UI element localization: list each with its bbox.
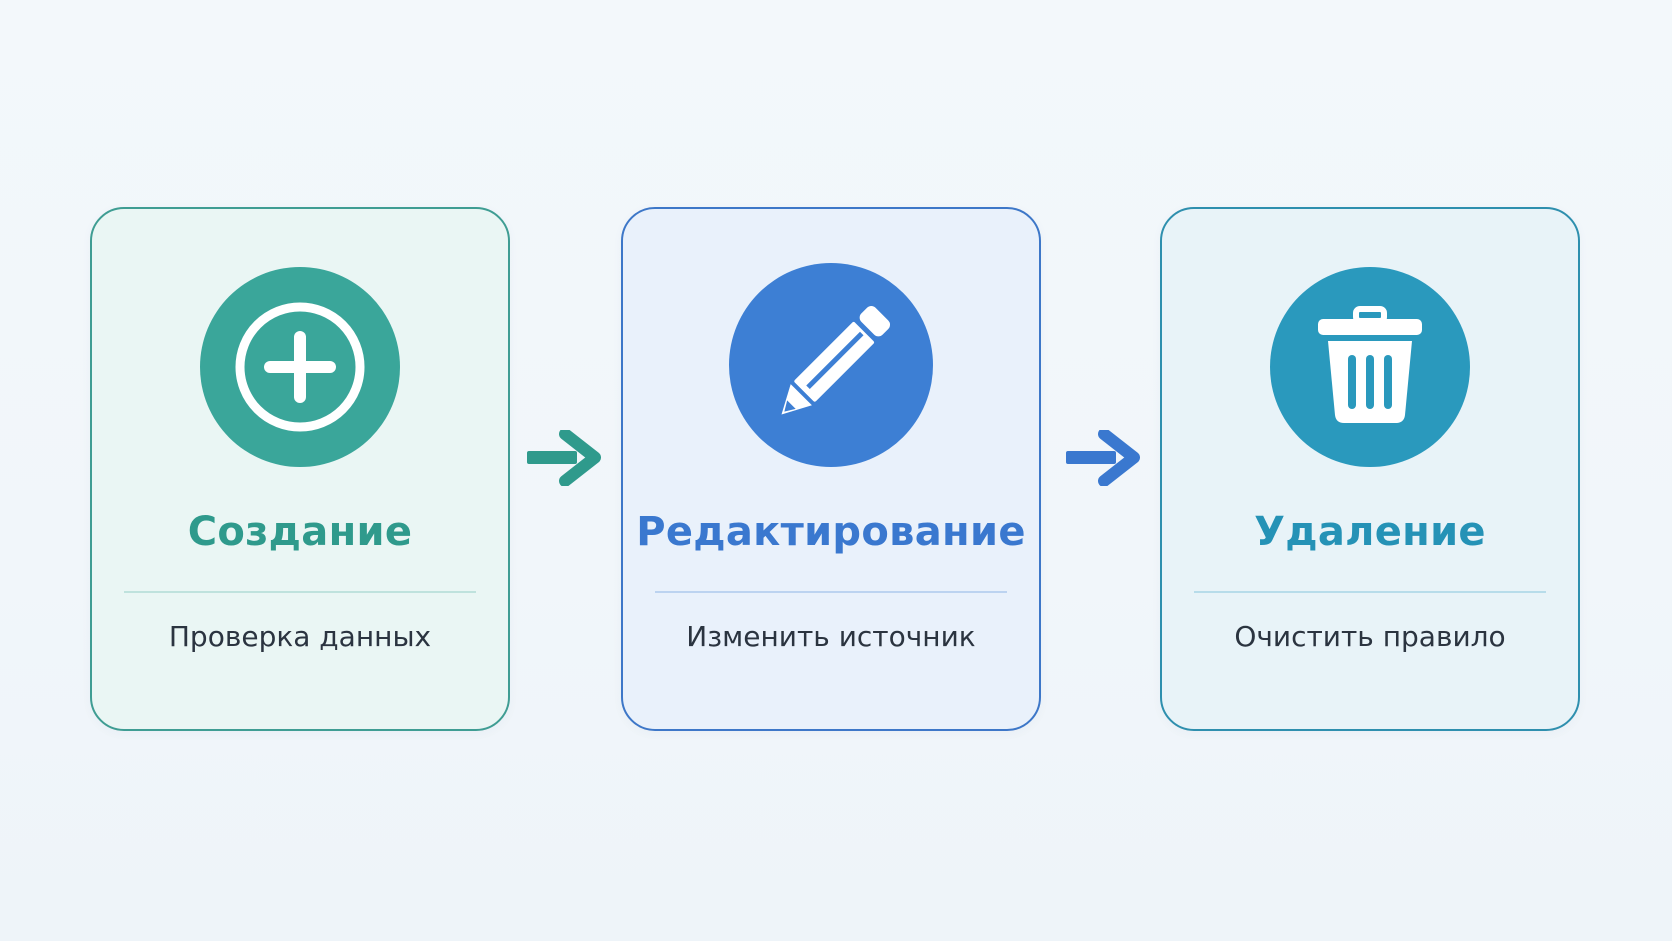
- step-card-delete: Удаление Очистить правило: [1160, 207, 1580, 731]
- edit-icon-circle: [729, 263, 933, 467]
- step-title: Создание: [187, 509, 413, 555]
- step-subtitle: Очистить правило: [1234, 620, 1506, 653]
- delete-icon-circle: [1270, 267, 1470, 467]
- step-title: Удаление: [1254, 509, 1486, 555]
- divider: [1194, 591, 1546, 593]
- trash-icon: [1318, 306, 1422, 423]
- step-title: Редактирование: [636, 509, 1026, 555]
- step-subtitle: Проверка данных: [168, 620, 432, 653]
- pencil-icon: [781, 305, 891, 415]
- step-card-edit: Редактирование Изменить источник: [621, 207, 1041, 731]
- divider: [655, 591, 1007, 593]
- arrow-right-icon: [527, 430, 601, 486]
- divider: [124, 591, 476, 593]
- step-card-create: Создание Проверка данных: [90, 207, 510, 731]
- arrow-right-icon: [1066, 430, 1140, 486]
- step-subtitle: Изменить источник: [686, 620, 976, 653]
- plus-circle-icon: [235, 302, 365, 432]
- create-icon-circle: [200, 267, 400, 467]
